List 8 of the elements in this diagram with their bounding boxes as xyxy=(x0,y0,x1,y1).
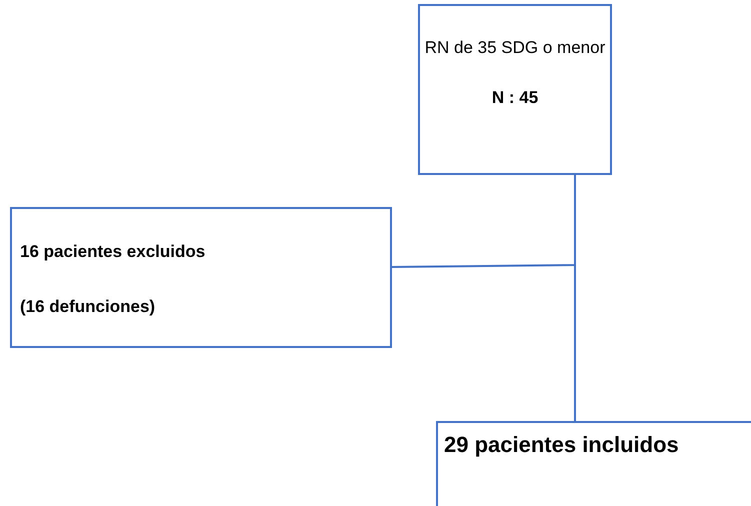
box-text: 16 pacientes excluidos xyxy=(20,242,206,262)
process-box xyxy=(10,207,392,348)
box-text: N : 45 xyxy=(492,88,538,108)
process-box xyxy=(418,4,612,175)
box-text: 29 pacientes incluidos xyxy=(444,432,679,458)
box-text: RN de 35 SDG o menor xyxy=(424,38,606,58)
box-text: (16 defunciones) xyxy=(20,297,156,317)
connector-line xyxy=(392,175,576,268)
